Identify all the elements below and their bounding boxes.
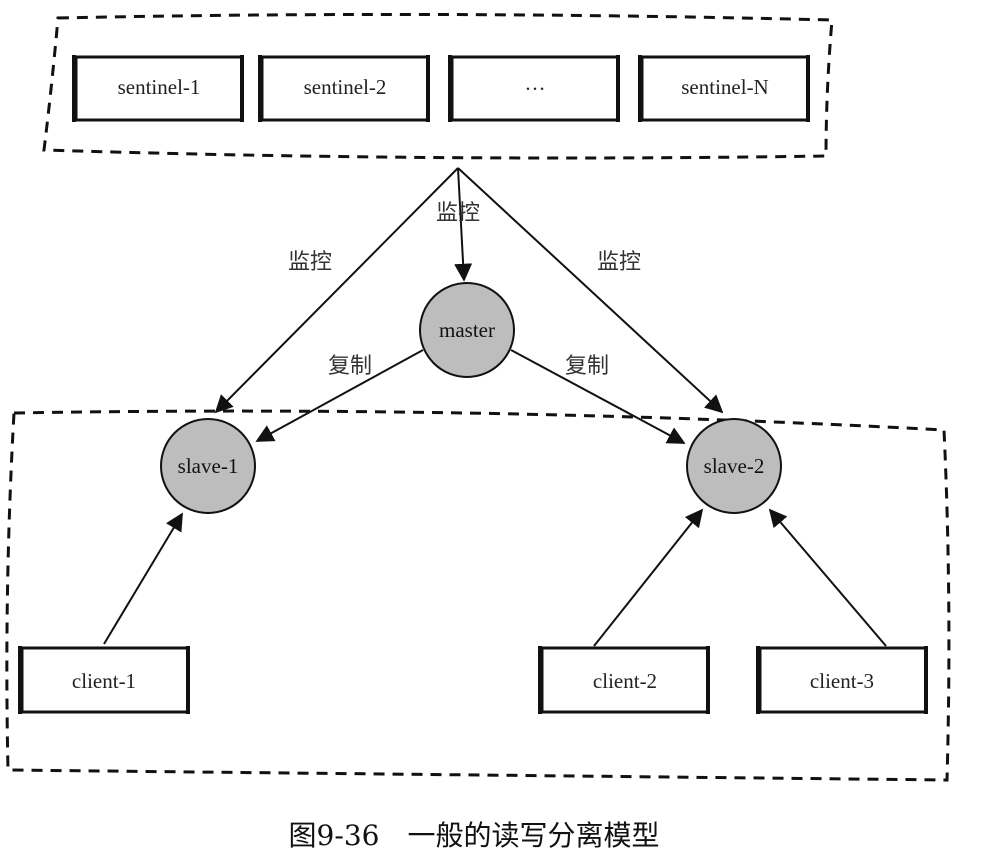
client-box-1: client-1 <box>18 646 190 714</box>
client-box-2: client-2 <box>538 646 710 714</box>
replicate-label-right: 复制 <box>565 354 609 379</box>
monitor-arrow-right <box>457 167 724 414</box>
monitor-label-left: 监控 <box>288 250 332 275</box>
monitor-arrow-left <box>214 167 459 414</box>
read-arrow-client-1 <box>103 512 183 645</box>
replicate-arrow-left <box>255 349 424 442</box>
sentinel-box-ellipsis: … <box>448 55 620 122</box>
master-node: master <box>419 282 515 378</box>
slave-node-1: slave-1 <box>160 418 256 514</box>
sentinel-label: sentinel-1 <box>118 75 201 99</box>
sentinel-box-1: sentinel-1 <box>72 55 244 122</box>
replicate-arrow-right <box>510 349 686 444</box>
slave-label: slave-2 <box>704 454 765 478</box>
client-label: client-2 <box>593 669 657 693</box>
master-label: master <box>439 318 495 342</box>
client-label: client-3 <box>810 669 874 693</box>
sentinel-box-n: sentinel-N <box>638 55 810 122</box>
sentinel-group-border <box>42 12 834 160</box>
replicate-label-left: 复制 <box>328 354 372 379</box>
replica-group-border <box>5 409 951 782</box>
client-label: client-1 <box>72 669 136 693</box>
slave-label: slave-1 <box>178 454 239 478</box>
monitor-label-center: 监控 <box>436 201 480 226</box>
monitor-arrow-center <box>454 167 473 282</box>
sentinel-label: … <box>525 71 546 95</box>
sentinel-box-2: sentinel-2 <box>258 55 430 122</box>
client-box-3: client-3 <box>756 646 928 714</box>
read-arrow-client-2 <box>593 508 704 647</box>
figure-caption: 图9-36 一般的读写分离模型 <box>289 819 660 852</box>
monitor-label-right: 监控 <box>597 250 641 275</box>
slave-node-2: slave-2 <box>686 418 782 514</box>
sentinel-label: sentinel-2 <box>304 75 387 99</box>
read-arrow-client-3 <box>768 508 887 647</box>
sentinel-label: sentinel-N <box>681 75 768 99</box>
